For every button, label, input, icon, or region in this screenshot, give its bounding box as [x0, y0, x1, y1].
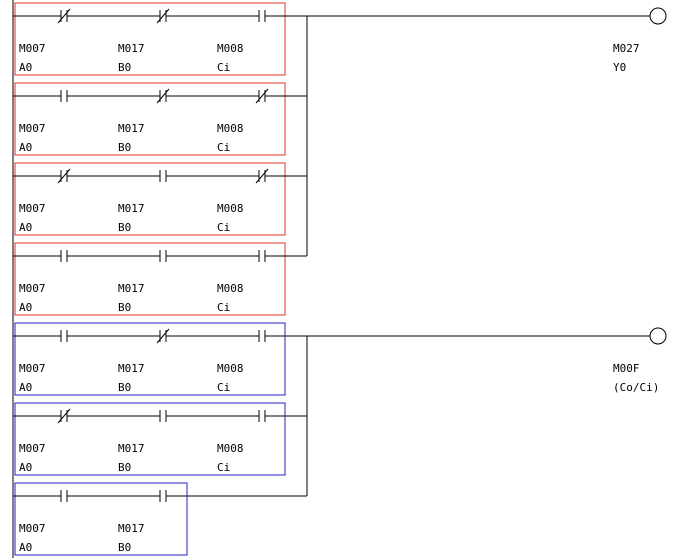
- contact-address-label: M017: [118, 282, 145, 295]
- contact-slash: [255, 88, 269, 104]
- contact-address-label: M008: [217, 202, 244, 215]
- no-contact: [258, 10, 266, 22]
- no-contact: [60, 490, 68, 502]
- contact-tag-label: B0: [118, 61, 131, 74]
- coil-circle: [649, 327, 667, 345]
- no-contact: [60, 330, 68, 342]
- contact-address-label: M017: [118, 522, 145, 535]
- contact-slash: [156, 88, 170, 104]
- contact-slash: [156, 328, 170, 344]
- contact-tag-label: Ci: [217, 381, 230, 394]
- no-contact: [258, 330, 266, 342]
- contact-tag-label: Ci: [217, 461, 230, 474]
- contact-address-label: M007: [19, 202, 46, 215]
- contact-tag-label: Ci: [217, 221, 230, 234]
- rung-highlight-box: [14, 82, 286, 156]
- contact-address-label: M007: [19, 442, 46, 455]
- contact-address-label: M007: [19, 282, 46, 295]
- coil-circle: [649, 7, 667, 25]
- contact-tag-label: A0: [19, 541, 32, 554]
- contact-tag-label: B0: [118, 461, 131, 474]
- no-contact: [159, 410, 167, 422]
- contact-slash: [57, 8, 71, 24]
- contact-address-label: M007: [19, 122, 46, 135]
- contact-tag-label: A0: [19, 141, 32, 154]
- contact-slash: [255, 168, 269, 184]
- contact-address-label: M017: [118, 42, 145, 55]
- contact-tag-label: Ci: [217, 301, 230, 314]
- contact-tag-label: Ci: [217, 141, 230, 154]
- coil-address-label: M00F: [613, 362, 640, 375]
- no-contact: [60, 90, 68, 102]
- contact-address-label: M017: [118, 202, 145, 215]
- contact-address-label: M017: [118, 122, 145, 135]
- contact-tag-label: A0: [19, 61, 32, 74]
- coil-tag-label: Y0: [613, 61, 626, 74]
- contact-slash: [156, 8, 170, 24]
- contact-address-label: M007: [19, 362, 46, 375]
- rung-highlight-box: [14, 162, 286, 236]
- no-contact: [159, 490, 167, 502]
- no-contact: [60, 250, 68, 262]
- contact-tag-label: B0: [118, 541, 131, 554]
- contact-tag-label: A0: [19, 221, 32, 234]
- contact-address-label: M008: [217, 282, 244, 295]
- contact-address-label: M008: [217, 122, 244, 135]
- contact-slash: [57, 168, 71, 184]
- contact-address-label: M007: [19, 522, 46, 535]
- rung-highlight-box: [14, 242, 286, 316]
- contact-tag-label: A0: [19, 381, 32, 394]
- contact-tag-label: B0: [118, 381, 131, 394]
- no-contact: [258, 250, 266, 262]
- contact-tag-label: B0: [118, 301, 131, 314]
- coil-tag-label: (Co/Ci): [613, 381, 659, 394]
- rung-highlight-box: [14, 402, 286, 476]
- contact-slash: [57, 408, 71, 424]
- coil-address-label: M027: [613, 42, 640, 55]
- contact-address-label: M017: [118, 362, 145, 375]
- contact-address-label: M008: [217, 42, 244, 55]
- contact-address-label: M017: [118, 442, 145, 455]
- contact-address-label: M008: [217, 442, 244, 455]
- no-contact: [258, 410, 266, 422]
- contact-tag-label: Ci: [217, 61, 230, 74]
- output-coil: M00F (Co/Ci): [307, 327, 667, 394]
- contact-tag-label: A0: [19, 461, 32, 474]
- rung-highlight-box: [14, 322, 286, 396]
- contact-tag-label: B0: [118, 221, 131, 234]
- rung-highlight-box: [14, 2, 286, 76]
- rung-highlight-box: [14, 482, 188, 556]
- contact-tag-label: A0: [19, 301, 32, 314]
- contact-address-label: M008: [217, 362, 244, 375]
- no-contact: [159, 170, 167, 182]
- contact-address-label: M007: [19, 42, 46, 55]
- contact-tag-label: B0: [118, 141, 131, 154]
- no-contact: [159, 250, 167, 262]
